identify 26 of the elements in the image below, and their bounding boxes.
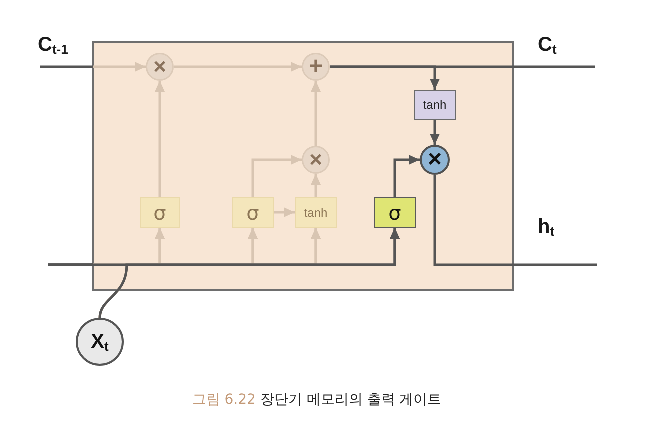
edge-label: C$_{t-1}$: [37, 35, 70, 55]
edge-label: h$_{t}$: [537, 217, 556, 237]
figure-caption: 그림 6.22 장단기 메모리의 출력 게이트: [192, 392, 442, 409]
input-circle: X$_{t}$: [76, 318, 124, 366]
connector-line: [434, 175, 597, 266]
sigmoid-box: σ: [232, 197, 274, 228]
arrow: [330, 66, 440, 90]
arrow: [311, 174, 321, 197]
multiply-circle: ×: [146, 53, 174, 81]
sigmoid-box: σ: [374, 197, 416, 228]
edge-label: C$_{t}$: [537, 35, 558, 55]
arrow: [252, 155, 302, 197]
arrow: [274, 208, 295, 218]
arrow: [311, 81, 321, 146]
tanh-box: tanh: [295, 197, 337, 228]
arrow: [155, 81, 165, 197]
add-circle: +: [302, 53, 330, 81]
arrow: [40, 62, 146, 72]
multiply-circle: ×: [420, 145, 450, 175]
arrow: [430, 120, 440, 145]
cell-box: [92, 41, 514, 291]
arrow: [174, 62, 302, 72]
sigmoid-box: σ: [140, 197, 180, 228]
multiply-circle: ×: [302, 146, 330, 174]
tanh-box: tanh: [414, 90, 456, 120]
arrow: [394, 155, 420, 197]
